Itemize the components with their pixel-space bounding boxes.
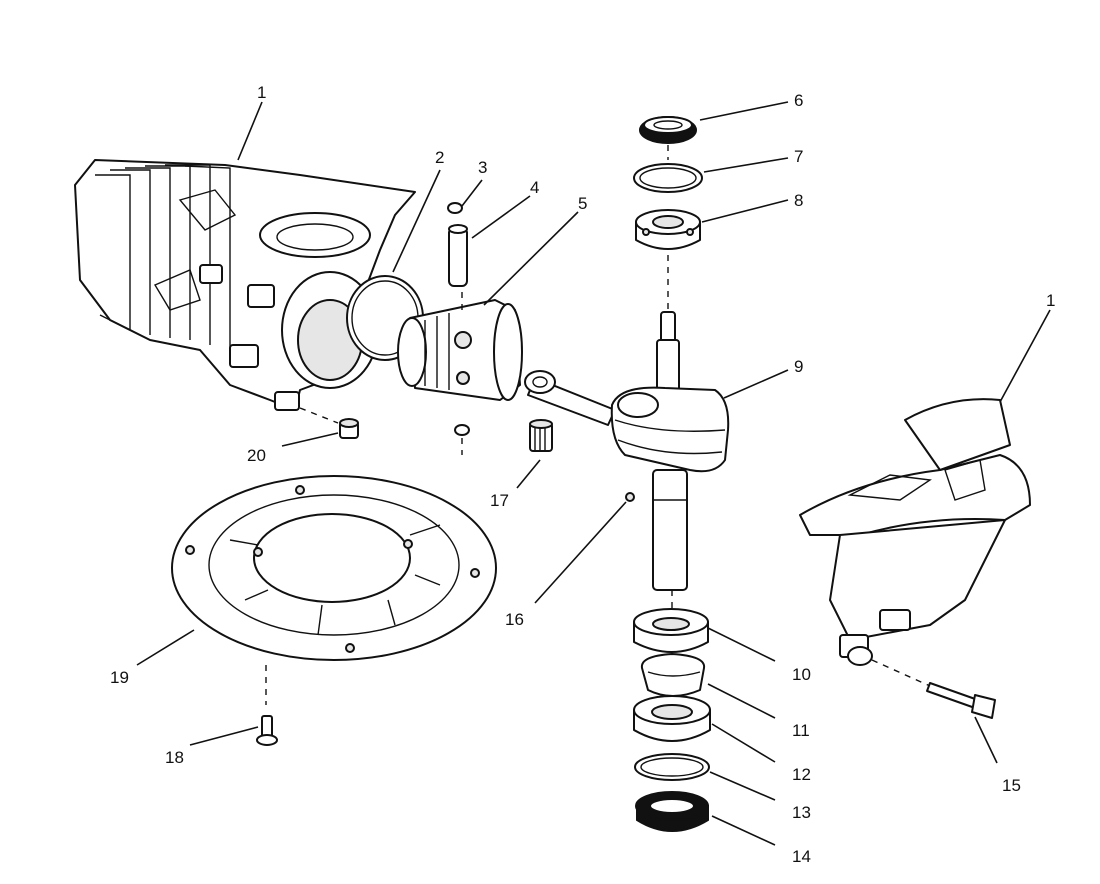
callout-17: 17 [490, 491, 509, 510]
callout-3: 3 [478, 158, 487, 177]
connecting-rod [524, 370, 616, 426]
callout-18: 18 [165, 748, 184, 767]
callout-16: 16 [505, 610, 524, 629]
callout-8: 8 [794, 191, 803, 210]
crankshaft [610, 311, 730, 591]
upper-o-ring [633, 163, 703, 193]
cover-screw [256, 715, 278, 746]
piston [397, 292, 523, 401]
callout-5: 5 [578, 194, 587, 213]
callout-20: 20 [247, 446, 266, 465]
callout-1-right: 1 [1046, 291, 1055, 310]
callout-14: 14 [792, 847, 811, 866]
callout-9: 9 [794, 357, 803, 376]
callout-labels: 1 1 2 3 4 5 6 7 8 9 10 11 12 13 14 15 16… [110, 83, 1055, 866]
leader-lines [136, 101, 1051, 846]
piston-pin [448, 224, 468, 287]
lower-oil-seal [635, 791, 709, 832]
callout-6: 6 [794, 91, 803, 110]
crankcase-half-right [799, 398, 1031, 687]
bushing [299, 407, 359, 439]
lower-bearing-race [633, 695, 711, 742]
crankcase-bolt [926, 682, 996, 719]
lower-main-bearing [633, 608, 709, 653]
callout-10: 10 [792, 665, 811, 684]
callout-13: 13 [792, 803, 811, 822]
callout-12: 12 [792, 765, 811, 784]
callout-15: 15 [1002, 776, 1021, 795]
retaining-ring [640, 653, 706, 697]
upper-main-bearing [635, 209, 701, 250]
callout-7: 7 [794, 147, 803, 166]
piston-pin-clips [447, 202, 470, 455]
callout-19: 19 [110, 668, 129, 687]
callout-2: 2 [435, 148, 444, 167]
needle-bearing [529, 419, 553, 452]
callout-1-left: 1 [257, 83, 266, 102]
crankcase-cover-plate [171, 475, 497, 661]
callout-4: 4 [530, 178, 539, 197]
crankcase-cylinder-block [74, 159, 416, 411]
woodruff-key [625, 492, 635, 502]
callout-11: 11 [792, 721, 810, 740]
lower-o-ring [634, 753, 710, 781]
upper-oil-seal [639, 116, 697, 144]
